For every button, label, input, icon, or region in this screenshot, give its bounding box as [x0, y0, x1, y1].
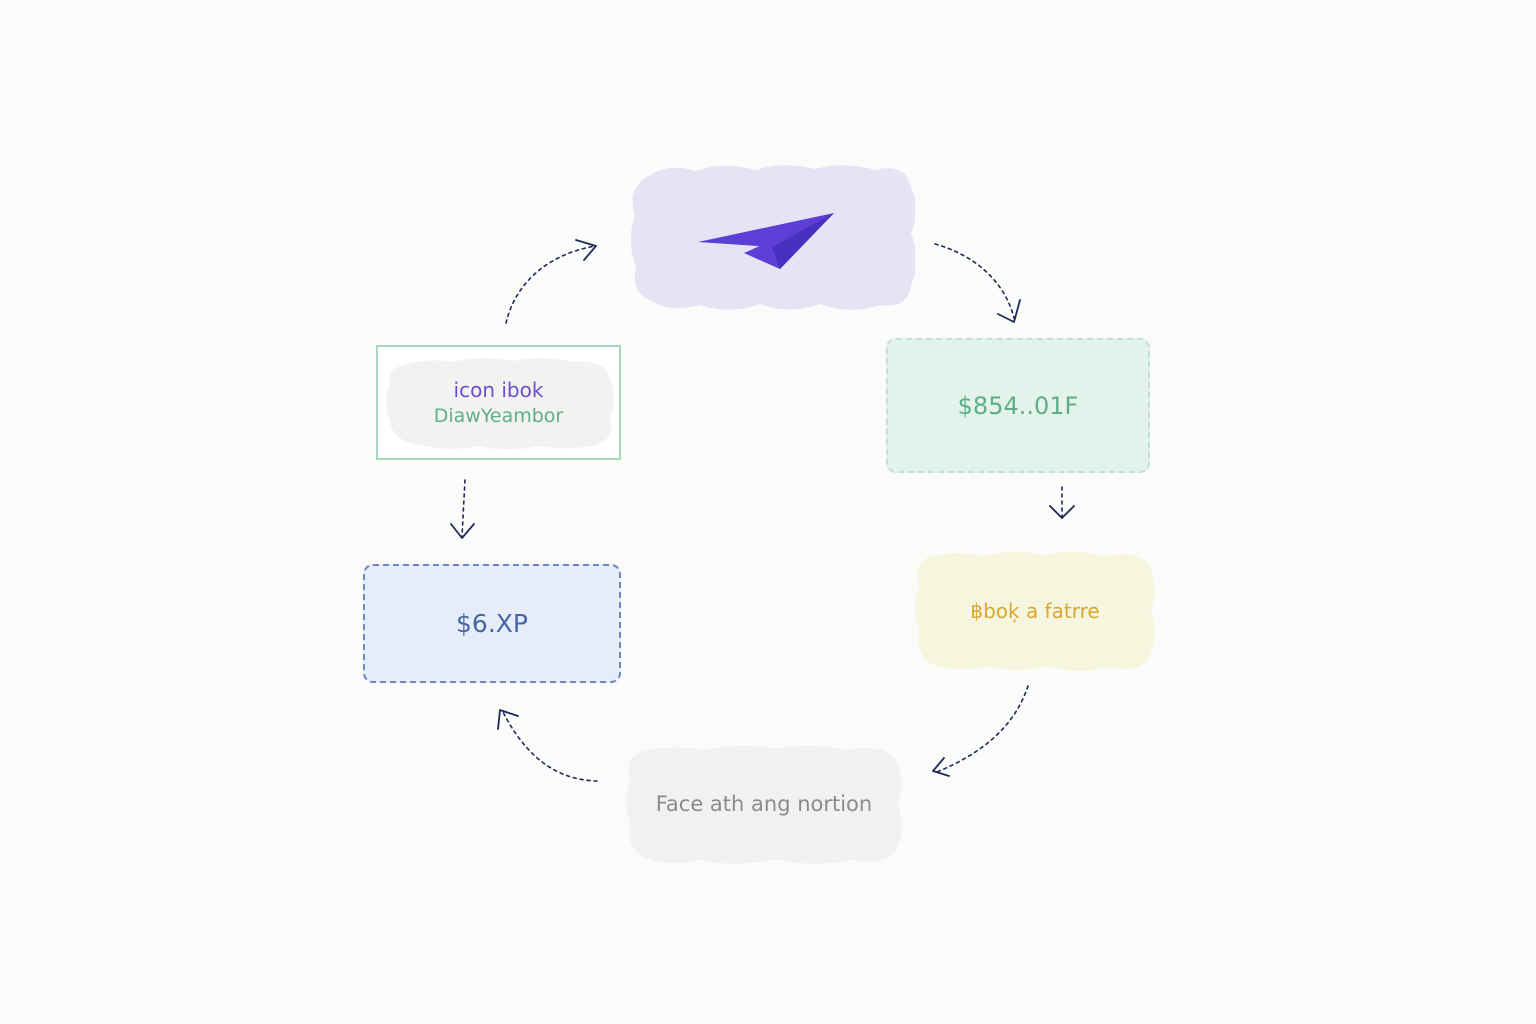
arrowhead-left-bottom [497, 709, 519, 730]
node-bottom-right[interactable]: ฿boķ a fatrre [913, 550, 1157, 672]
connector-left-top-to-left-bottom [461, 479, 466, 537]
node-bottom[interactable]: Face ath ang nortion [624, 744, 904, 864]
cloud-shape [915, 551, 1155, 671]
node-left-bottom-label: $6.XP [456, 609, 528, 638]
connector-left-top-to-top [505, 245, 596, 324]
node-left-top-primary-label: icon ibok [453, 377, 544, 402]
connector-top-to-right [934, 243, 1015, 319]
node-bottom-label: Face ath ang nortion [655, 792, 873, 816]
connector-bottom-right-to-bottom [936, 685, 1029, 773]
node-left-top[interactable]: icon ibok DiawYeambor [376, 345, 621, 460]
node-right[interactable]: $854..01F [886, 338, 1150, 473]
arrowhead-left-top-down [450, 523, 475, 539]
arrowhead-bottom-right [1049, 505, 1075, 519]
arrowhead-right [997, 299, 1021, 323]
node-left-bottom[interactable]: $6.XP [363, 564, 621, 683]
cloud-shape [386, 358, 614, 450]
paper-plane-icon [698, 212, 834, 269]
connector-bottom-to-left-bottom [502, 711, 598, 782]
arrowhead-top [575, 239, 597, 261]
node-bottom-right-label: ฿boķ a fatrre [970, 599, 1100, 623]
cloud-shape [626, 745, 902, 864]
arrowhead-bottom [932, 757, 950, 777]
node-top[interactable] [630, 163, 915, 311]
node-left-top-secondary-label: DiawYeambor [433, 404, 564, 427]
node-right-label: $854..01F [957, 391, 1079, 420]
